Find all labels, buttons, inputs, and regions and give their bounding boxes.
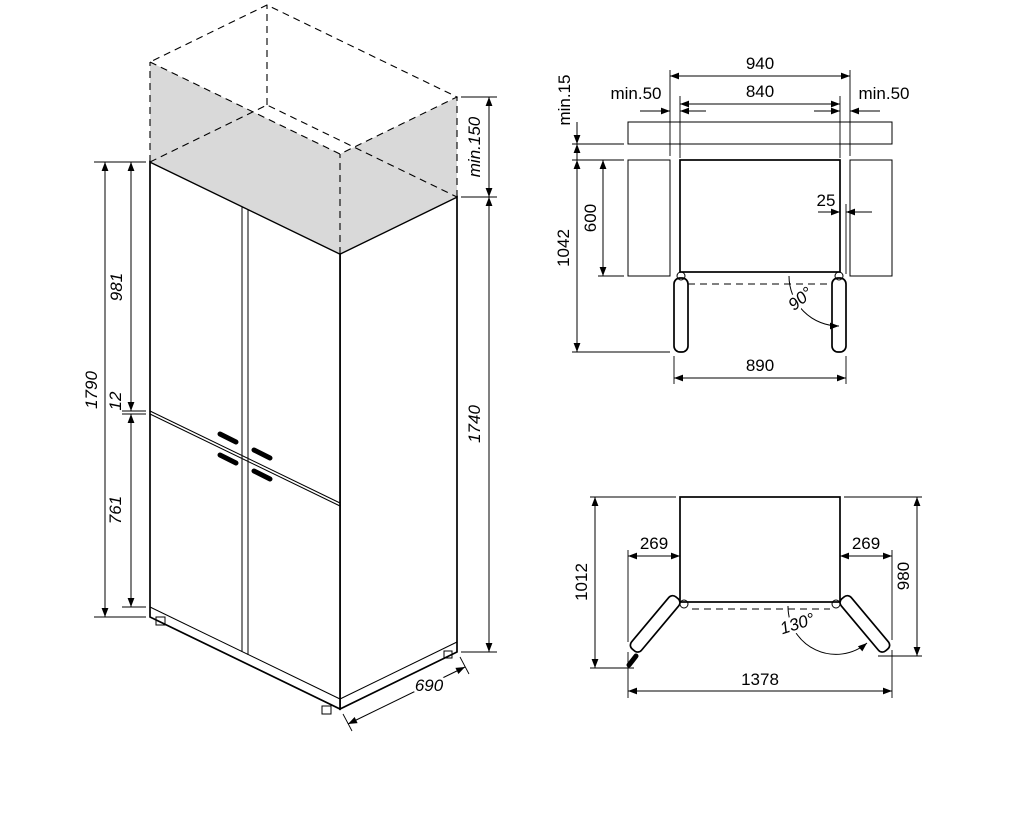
dim-total-width-label: 1378 — [741, 670, 779, 689]
fridge-top-view-body-130 — [679, 496, 841, 603]
dim-top-clearance-label: min.150 — [465, 116, 484, 177]
clearance-box-right-face — [340, 97, 457, 254]
dim-doors-width-label: 890 — [746, 356, 774, 375]
dim-lower-section-label: 761 — [106, 496, 125, 524]
iso-dimensions: 1790 981 12 761 min.150 1740 690 — [82, 96, 497, 732]
dim-door-thickness-label: 25 — [817, 191, 836, 210]
dim-niche-width-label: 940 — [746, 54, 774, 73]
dim-protrusion-left-label: 269 — [640, 534, 668, 553]
dim-body-height-label: 1740 — [465, 405, 484, 443]
clearance-box-edges — [148, 4, 459, 254]
top-view-90deg: 940 840 min.50 min.50 min.15 1042 600 25… — [554, 54, 910, 384]
right-cabinet — [849, 159, 893, 277]
dim-upper-section-label: 981 — [107, 273, 126, 301]
door-swing-arc-130 — [787, 605, 868, 655]
dim-clearance-left-label: min.50 — [610, 84, 661, 103]
isometric-view: 1790 981 12 761 min.150 1740 690 — [82, 4, 497, 732]
dim-total-depth-130-label: 1012 — [572, 563, 591, 601]
fridge-side-face — [339, 195, 458, 711]
dim-depth-label: 690 — [415, 676, 444, 695]
dim-rear-clearance-label: min.15 — [555, 74, 574, 125]
dim-gap-label: 12 — [106, 391, 125, 410]
dim-door-angle-90-label: 90° — [785, 283, 817, 314]
dim-cabinet-depth-label: 600 — [581, 204, 600, 232]
left-cabinet — [627, 159, 671, 277]
dim-depth-right-label: 980 — [894, 562, 913, 590]
dim-unit-width-label: 840 — [746, 82, 774, 101]
fridge-isometric — [149, 160, 458, 715]
open-door-left-130 — [626, 594, 689, 668]
fridge-feet — [155, 616, 453, 715]
top-view-130deg: 1012 980 269 269 1378 130° — [572, 496, 922, 698]
door-swing-arc-90 — [788, 275, 840, 330]
dim-total-height-label: 1790 — [82, 371, 101, 409]
rear-wall — [627, 121, 893, 145]
fridge-front-face — [149, 160, 341, 711]
clearance-box — [148, 4, 459, 255]
open-door-left-90 — [673, 271, 689, 353]
clearance-box-top-face — [150, 5, 457, 154]
fridge-top-view-body — [679, 159, 841, 273]
left-door-handle — [626, 653, 639, 668]
dim-door-angle-130-label: 130° — [778, 609, 818, 638]
clearance-box-front-face — [150, 62, 340, 254]
dim-protrusion-right-label: 269 — [852, 534, 880, 553]
dim-total-depth-label: 1042 — [554, 229, 573, 267]
fridge-door-handles — [217, 431, 273, 482]
dim-clearance-right-label: min.50 — [858, 84, 909, 103]
open-door-right-90 — [831, 271, 847, 353]
open-door-right-130 — [831, 594, 891, 653]
